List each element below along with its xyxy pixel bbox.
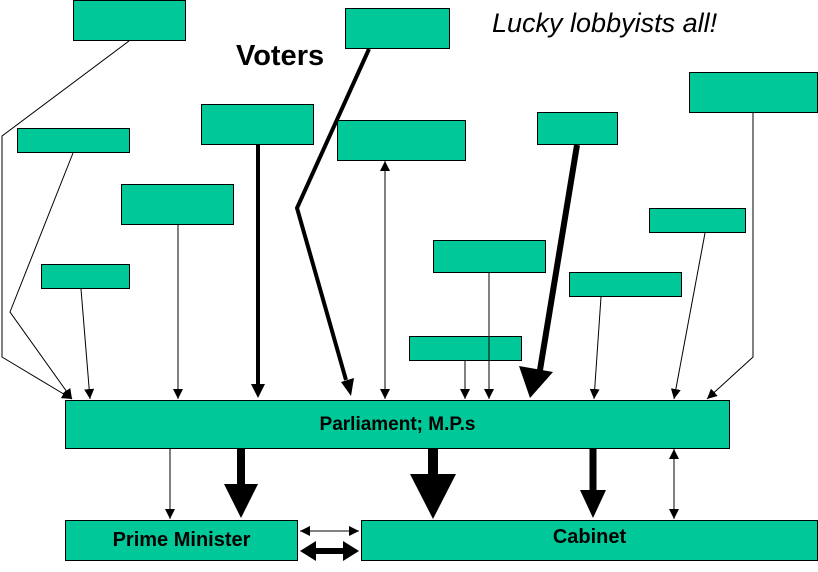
arrow-lobby4-parliament (9, 152, 74, 400)
arrow-parliament-prime-minister-head (224, 484, 258, 518)
arrow-lobby9-parliament (670, 232, 706, 400)
lobby-box-3 (689, 72, 818, 113)
lobby-box-5 (201, 104, 314, 145)
lobby-box-11 (41, 264, 130, 289)
arrow-pm-cabinet-thick-head-right (343, 541, 359, 561)
arrow-lobby11-parliament (80, 288, 95, 400)
parliament-label: Parliament; M.P.s (319, 413, 476, 435)
lobby-box-12 (569, 272, 682, 297)
voters-label: Voters (236, 40, 325, 72)
lobby-box-4 (17, 128, 130, 153)
arrow-voters-parliament-shaft (294, 48, 371, 381)
arrow-lobby7-parliament-shaft (537, 144, 580, 371)
arrow-pm-cabinet-thick-head-left (300, 541, 316, 561)
arrow-parliament-cabinet-head-a (410, 474, 456, 519)
arrow-lobby1-parliament (1, 40, 130, 400)
lobby-box-8 (121, 184, 234, 225)
lobby-box-1 (73, 0, 186, 41)
arrow-parliament-cabinet-head-b (580, 490, 606, 518)
lobby-box-9 (649, 208, 746, 233)
arrow-lobby5-parliament-head (251, 384, 265, 398)
parliament-box: Parliament; M.P.s (65, 400, 730, 449)
diagram-title: Lucky lobbyists all! (492, 8, 718, 38)
prime-minister-label: Prime Minister (112, 529, 251, 551)
lobby-box-6 (337, 120, 466, 161)
arrow-lobby3-parliament (706, 113, 754, 400)
lobby-box-13 (409, 336, 522, 361)
cabinet-label: Cabinet (552, 526, 627, 548)
arrow-lobby7-parliament-head (519, 366, 553, 398)
arrow-voters-parliament-head (341, 378, 354, 396)
cabinet-box: Cabinet (361, 520, 818, 561)
prime-minister-box: Prime Minister (65, 520, 298, 561)
lobby-box-2 (345, 8, 450, 49)
arrow-lobby12-parliament (589, 296, 602, 400)
lobby-box-10 (433, 240, 546, 273)
lobby-box-7 (537, 112, 618, 145)
